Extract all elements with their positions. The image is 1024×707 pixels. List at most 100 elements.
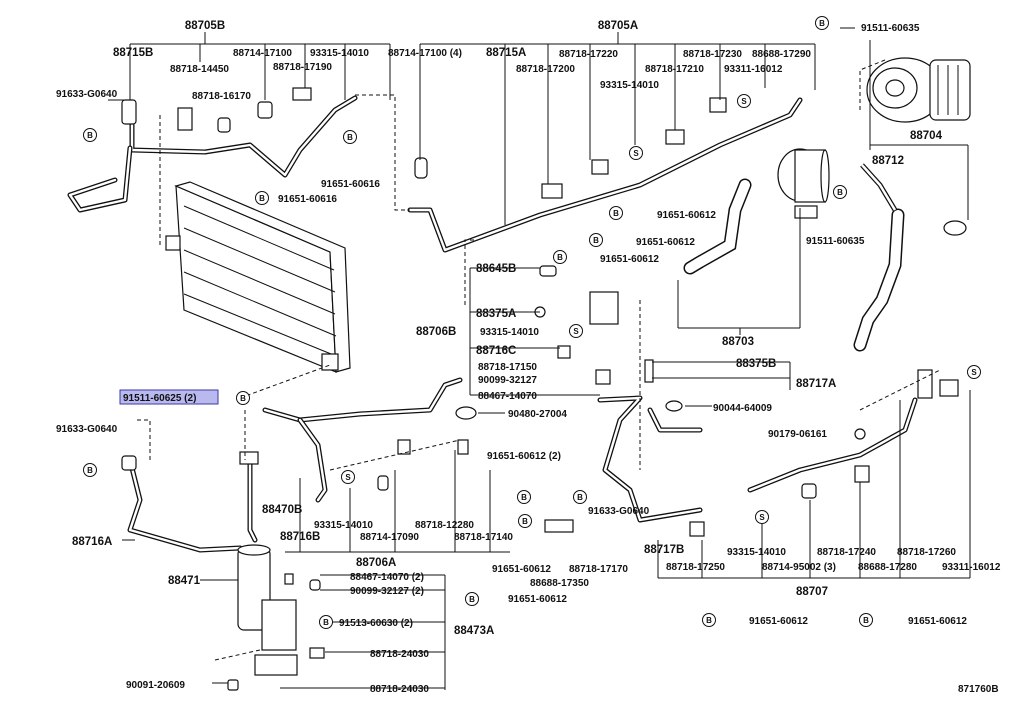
- label-88718-17250: 88718-17250: [666, 562, 725, 573]
- marker-circle: [341, 470, 355, 484]
- label-93315-14010-a: 93315-14010: [310, 48, 369, 59]
- label-88714-95002-3: 88714-95002 (3): [762, 562, 836, 573]
- label-88718-24030-b: 88718-24030: [370, 684, 429, 695]
- label-88715A: 88715A: [486, 47, 526, 59]
- label-91633-G0640-a: 91633-G0640: [56, 89, 118, 100]
- marker-letter: S: [573, 327, 579, 336]
- screw-marker-icon: S: [737, 94, 751, 108]
- marker-circle: [319, 615, 333, 629]
- label-88706B: 88706B: [416, 326, 456, 338]
- label-88718-17210: 88718-17210: [645, 64, 704, 75]
- label-91651-60612-d: 91651-60612: [492, 564, 551, 575]
- label-88715B: 88715B: [113, 47, 153, 59]
- marker-circle: [255, 191, 269, 205]
- bolt-marker-icon: B: [83, 128, 97, 142]
- label-90480-27004: 90480-27004: [508, 409, 567, 420]
- label-88718-17190: 88718-17190: [273, 62, 332, 73]
- label-91651-60612-g: 91651-60612: [908, 616, 967, 627]
- label-88718-17150: 88718-17150: [478, 362, 537, 373]
- label-88717A: 88717A: [796, 378, 836, 390]
- label-88473A: 88473A: [454, 625, 494, 637]
- label-88716B: 88716B: [280, 531, 320, 543]
- label-88470B: 88470B: [262, 504, 302, 516]
- marker-circle: [83, 463, 97, 477]
- marker-circle: [569, 324, 583, 338]
- label-91651-60616-b: 91651-60616: [278, 194, 337, 205]
- label-91513-60630-2: 91513-60630 (2): [339, 618, 413, 629]
- bolt-marker-icon: B: [815, 16, 829, 30]
- label-88712: 88712: [872, 155, 904, 167]
- compressor-illustration: [866, 57, 971, 123]
- marker-circle: [517, 490, 531, 504]
- label-91651-60612-f: 91651-60612: [749, 616, 808, 627]
- label-88718-16170: 88718-16170: [192, 91, 251, 102]
- label-91651-60612-b: 91651-60612: [636, 237, 695, 248]
- label-93315-14010-b: 93315-14010: [600, 80, 659, 91]
- label-93311-16012-b: 93311-16012: [942, 562, 1001, 573]
- small-hardware: [121, 87, 967, 691]
- label-88705A: 88705A: [598, 20, 638, 32]
- label-93315-14010-c: 93315-14010: [480, 327, 539, 338]
- label-91511-60625-2[interactable]: 91511-60625 (2): [123, 393, 196, 404]
- marker-letter: B: [577, 493, 583, 502]
- marker-letter: B: [323, 618, 329, 627]
- bolt-marker-icon: B: [465, 592, 479, 606]
- screw-marker-icon: S: [341, 470, 355, 484]
- label-88375A: 88375A: [476, 308, 516, 320]
- label-88714-17100: 88714-17100: [233, 48, 292, 59]
- label-88704: 88704: [910, 130, 943, 142]
- screw-marker-icon: S: [569, 324, 583, 338]
- label-88718-17240: 88718-17240: [817, 547, 876, 558]
- marker-circle: [553, 250, 567, 264]
- label-90044-64009: 90044-64009: [713, 403, 772, 414]
- flexible-hoses: [683, 163, 905, 352]
- marker-letter: B: [863, 616, 869, 625]
- bolt-marker-icon: B: [319, 615, 333, 629]
- label-91511-60635-a: 91511-60635: [861, 23, 920, 34]
- highlight-91511-60625[interactable]: [119, 389, 219, 405]
- marker-circle: [859, 613, 873, 627]
- bolt-marker-icon: B: [702, 613, 716, 627]
- marker-circle: [967, 365, 981, 379]
- marker-circle: [609, 206, 623, 220]
- label-91651-60612-e: 91651-60612: [508, 594, 567, 605]
- marker-letter: S: [971, 368, 977, 377]
- marker-circle: [518, 514, 532, 528]
- label-88714-17100-4: 88714-17100 (4): [388, 48, 462, 59]
- marker-letter: S: [759, 513, 765, 522]
- label-91651-60616-a: 91651-60616: [321, 179, 380, 190]
- marker-letter: B: [87, 466, 93, 475]
- bolt-marker-icon: B: [236, 391, 250, 405]
- marker-circle: [737, 94, 751, 108]
- marker-circle: [236, 391, 250, 405]
- marker-letter: B: [521, 493, 527, 502]
- label-88718-17170: 88718-17170: [569, 564, 628, 575]
- label-88688-17280: 88688-17280: [858, 562, 917, 573]
- label-91651-60612-a: 91651-60612: [657, 210, 716, 221]
- marker-letter: S: [741, 97, 747, 106]
- marker-letter: B: [347, 133, 353, 142]
- bolt-marker-icon: B: [573, 490, 587, 504]
- screw-marker-icon: S: [967, 365, 981, 379]
- part-number-labels: 88705B 88705A 88715B 88715A 88714-17100 …: [56, 20, 1001, 695]
- marker-letter: B: [613, 209, 619, 218]
- bolt-marker-icon: B: [859, 613, 873, 627]
- marker-letter: B: [706, 616, 712, 625]
- label-88718-17220: 88718-17220: [559, 49, 618, 60]
- receiver-dryer-illustration: [237, 544, 298, 676]
- marker-circle: [343, 130, 357, 144]
- label-93311-16012-a: 93311-16012: [724, 64, 783, 75]
- label-90091-20609: 90091-20609: [126, 680, 185, 691]
- bolt-marker-icon: B: [517, 490, 531, 504]
- label-88714-17090: 88714-17090: [360, 532, 419, 543]
- marker-circle: [755, 510, 769, 524]
- marker-circle: [573, 490, 587, 504]
- marker-circle: [589, 233, 603, 247]
- marker-letter: B: [87, 131, 93, 140]
- label-91511-60635-b: 91511-60635: [806, 236, 865, 247]
- dashed-guides: [135, 59, 941, 661]
- label-91651-60612-c: 91651-60612: [600, 254, 659, 265]
- label-88716C: 88716C: [476, 345, 516, 357]
